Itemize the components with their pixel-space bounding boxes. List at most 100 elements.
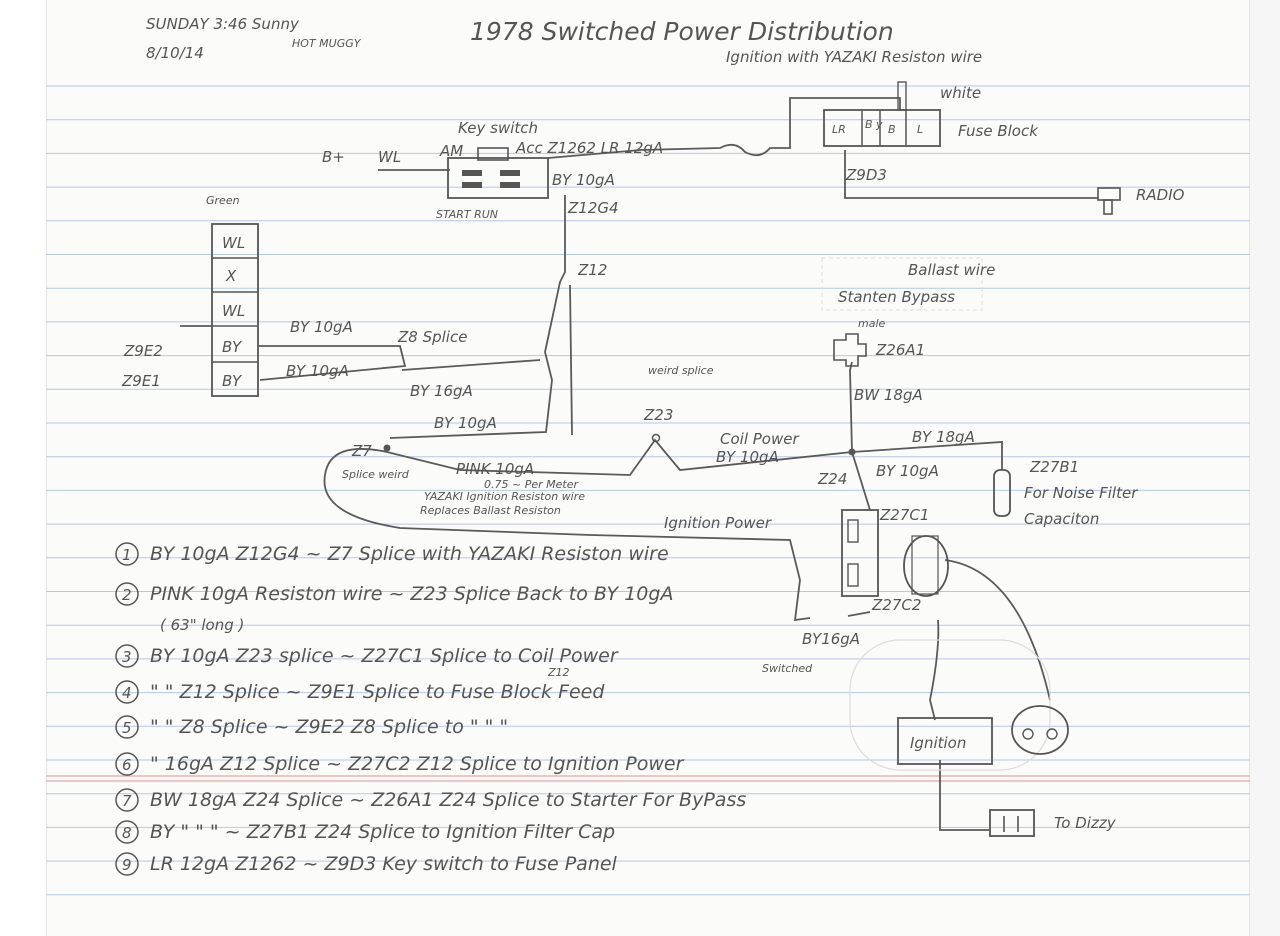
z24-label: Z24 [817,470,847,488]
note-number-circle [115,582,139,606]
note-text: BY 10gA Z12G4 ~ Z7 Splice with YAZAKI Re… [150,543,669,565]
ballast-ghost-box [821,257,983,311]
by16ga-bottom-label: BY16gA [802,630,860,648]
note-number-circle [115,680,139,704]
pink-wire-label: PINK 10gA [456,460,534,478]
wire-notes-list: 1 BY 10gA Z12G4 ~ Z7 Splice with YAZAKI R… [115,542,746,876]
connector-cell-2: X [225,267,237,285]
z12-label: Z12 [577,261,607,279]
note-number-circle [115,788,139,812]
wire-label-by16ga: BY 16gA [410,382,473,400]
ignition-power-label: Ignition Power [664,514,772,532]
fuse-cell-b: B [888,123,896,136]
note-item: 4 " " Z12 Splice ~ Z9E1 Splice to Fuse Bl… [115,680,605,704]
note-number: 3 [122,648,132,666]
male-connector-icon [833,333,867,367]
fuse-block[interactable] [823,81,941,147]
z24-splice-dot [848,448,856,456]
green-connector[interactable] [211,223,259,397]
page-subtitle: Ignition with YAZAKI Resiston wire [726,48,982,66]
distributor-icon [1011,705,1069,755]
note-text: PINK 10gA Resiston wire ~ Z23 Splice Bac… [150,583,673,605]
note-z12-superscript: Z12 [547,666,570,679]
ignition-module[interactable] [897,717,993,765]
wires [180,97,1098,831]
note-item: 5" " Z8 Splice ~ Z9E2 Z8 Splice to " " " [115,715,508,739]
ballast-wire-label: Ballast wire [908,261,995,279]
z9e2-label: Z9E2 [123,342,163,360]
am-label: AM [439,142,463,160]
note-text: " " Z12 Splice ~ Z9E1 Splice to Fuse Blo… [150,681,605,703]
z8-splice-label: Z8 Splice [397,328,467,346]
resistance-note-3: Replaces Ballast Resiston [420,504,561,517]
z9d3-label: Z9D3 [845,166,887,184]
by10ga-z24-label: BY 10gA [876,462,939,480]
wire-label-by10ga-3: BY 10gA [434,414,497,432]
key-switch[interactable] [447,147,549,199]
note-text: ( 63" long ) [160,616,244,634]
page-title: 1978 Switched Power Distribution [470,17,894,46]
z27c1-label: Z27C1 [879,506,929,524]
b-plus-label: B+ [322,148,345,166]
acc-label: Acc Z1262 LR 12gA [515,139,663,157]
resistance-note-1: 0.75 ~ Per Meter [484,478,579,491]
capacitor-icon [993,469,1011,517]
connector-cell-1: WL [222,234,245,252]
radio-label: RADIO [1136,186,1185,204]
note-number: 6 [122,756,132,774]
starter-bypass-label: Stanten Bypass [838,288,955,306]
z27c2-label: Z27C2 [871,596,921,614]
note-item: 6 " 16gA Z12 Splice ~ Z27C2 Z12 Splice to… [115,752,685,776]
note-text: BY " " " ~ Z27B1 Z24 Splice to Ignition … [150,821,615,843]
date-line: SUNDAY 3:46 Sunny [146,15,300,33]
note-number: 8 [122,824,132,842]
fuse-cell-by: B y [865,118,883,131]
z12g4-label: Z12G4 [567,199,619,217]
by10ga-coil-label: BY 10gA [716,448,779,466]
green-label: Green [206,194,240,207]
z7-label: Z7 [351,442,372,460]
noise-filter-label: For Noise Filter [1024,484,1138,502]
fuse-cell-lr: LR [832,123,846,136]
bw18ga-label: BW 18gA [854,386,923,404]
note-item: 1 BY 10gA Z12G4 ~ Z7 Splice with YAZAKI R… [115,542,669,566]
date: 8/10/14 [146,44,204,62]
z23-splice-dot [651,433,661,443]
to-label: To Dizzy [1054,814,1117,832]
note-text: BY 10gA Z23 splice ~ Z27C1 Splice to Coi… [150,645,619,667]
male-label: male [858,317,886,330]
z7-splice-dot [383,444,391,452]
note-number-circle [115,820,139,844]
note-number-circle [115,715,139,739]
white-label: white [940,84,981,102]
note-text: BW 18gA Z24 Splice ~ Z26A1 Z24 Splice to… [150,789,746,811]
weather-note: HOT MUGGY [292,37,362,50]
ghost-ignition-outline [849,639,1051,771]
z26a1-label: Z26A1 [875,341,925,359]
ignition-coil-icon [903,535,949,597]
note-switched-superscript: Switched [762,662,813,675]
z9e1-label: Z9E1 [121,372,161,390]
coil-connector[interactable] [841,509,879,597]
note-number: 1 [122,546,132,564]
coil-power-label: Coil Power [720,430,799,448]
note-number-circle [115,852,139,876]
splice-weird-label: Splice weird [342,468,410,481]
radio-connector-icon [1097,187,1121,215]
note-number: 5 [122,719,132,737]
note-number: 7 [122,792,132,810]
note-number: 4 [122,684,132,702]
note-text: " 16gA Z12 Splice ~ Z27C2 Z12 Splice to … [150,753,685,775]
fuse-cell-l: L [917,123,923,136]
resistance-note-2: YAZAKI Ignition Resiston wire [424,490,585,503]
capacitor-label: Capaciton [1024,510,1099,528]
wl-label: WL [378,148,401,166]
by18ga-label: BY 18gA [912,428,975,446]
by10ga-top-label: BY 10gA [552,171,615,189]
connector-cell-4: BY [222,338,243,356]
dizzy-connector-icon [989,809,1035,837]
note-number-circle [115,752,139,776]
note-item: 3 BY 10gA Z23 splice ~ Z27C1 Splice to Co… [115,644,619,668]
